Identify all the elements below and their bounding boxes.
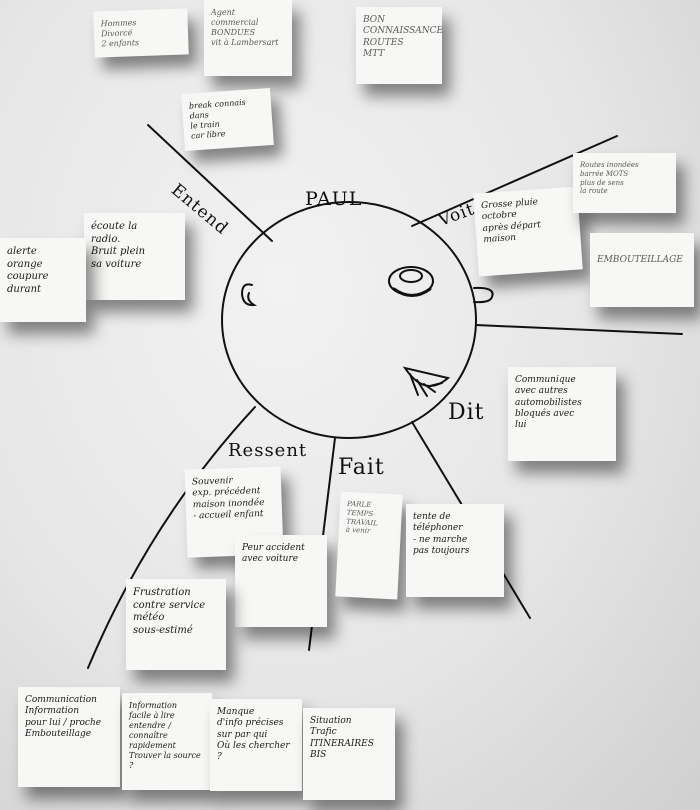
label-says: Dit (448, 400, 485, 425)
sticky-note: écoute la radio. Bruit plein sa voiture (84, 213, 185, 300)
sticky-note: PARLE TEMPS TRAVAIL à venir (335, 491, 403, 600)
persona-name: PAUL (305, 188, 363, 210)
note-text: Agent commercial BONDUES vit à Lambersar… (211, 8, 279, 47)
label-does: Fait (338, 455, 385, 480)
sticky-note: Grosse pluie octobre après départ maison (473, 186, 583, 277)
note-text: Communique avec autres automobilistes bl… (515, 375, 582, 430)
note-text: Situation Trafic ITINERAIRES BIS (310, 716, 374, 760)
sticky-note: Situation Trafic ITINERAIRES BIS (303, 708, 395, 800)
sticky-note: Agent commercial BONDUES vit à Lambersar… (204, 0, 292, 76)
note-text: écoute la radio. Bruit plein sa voiture (91, 221, 146, 270)
note-text: Routes inondées barrée MOTS plus de sens… (580, 161, 639, 196)
sticky-note: Manque d'info précises sur par qui Où le… (210, 699, 302, 791)
head-outline (221, 201, 477, 439)
note-text: Information facile à lire entendre / con… (129, 701, 201, 770)
sticky-note: Communique avec autres automobilistes bl… (508, 367, 616, 461)
note-text: alerte orange coupure durant (7, 246, 49, 295)
note-text: Hommes Divorcé 2 enfants (100, 18, 140, 49)
ear-left (240, 283, 258, 307)
note-text: Communication Information pour lui / pro… (25, 695, 102, 739)
note-text: break connais dans le train car libre (188, 97, 247, 141)
sticky-note: Information facile à lire entendre / con… (122, 693, 212, 790)
sticky-note: alerte orange coupure durant (0, 238, 86, 322)
sticky-note: Communication Information pour lui / pro… (18, 687, 120, 787)
sticky-note: BON CONNAISSANCE ROUTES MTT (356, 7, 442, 84)
label-feels: Ressent (228, 440, 308, 461)
sticky-note: tente de téléphoner - ne marche pas touj… (406, 504, 504, 597)
ray-hears (147, 124, 273, 242)
sticky-note: Peur accident avec voiture (235, 535, 327, 627)
ray-feels (87, 406, 256, 669)
note-text: Souvenir exp. précédent maison inondée -… (191, 476, 265, 522)
ray-says (475, 324, 683, 335)
note-text: EMBOUTEILLAGE (597, 255, 683, 265)
ray-sees (411, 135, 618, 227)
note-text: BON CONNAISSANCE ROUTES MTT (363, 15, 442, 59)
ear (473, 286, 494, 304)
sticky-note: Routes inondées barrée MOTS plus de sens… (573, 153, 676, 213)
sticky-note: Hommes Divorcé 2 enfants (93, 8, 189, 58)
note-text: Frustration contre service météo sous-es… (133, 587, 206, 636)
note-text: tente de téléphoner - ne marche pas touj… (413, 512, 470, 556)
note-text: Peur accident avec voiture (242, 543, 305, 565)
note-text: Manque d'info précises sur par qui Où le… (217, 707, 290, 762)
sticky-note: Frustration contre service météo sous-es… (126, 579, 226, 670)
note-text: PARLE TEMPS TRAVAIL à venir (345, 499, 379, 536)
note-text: Grosse pluie octobre après départ maison (480, 197, 542, 245)
sticky-note: break connais dans le train car libre (181, 87, 274, 152)
sticky-note: EMBOUTEILLAGE (590, 233, 694, 307)
